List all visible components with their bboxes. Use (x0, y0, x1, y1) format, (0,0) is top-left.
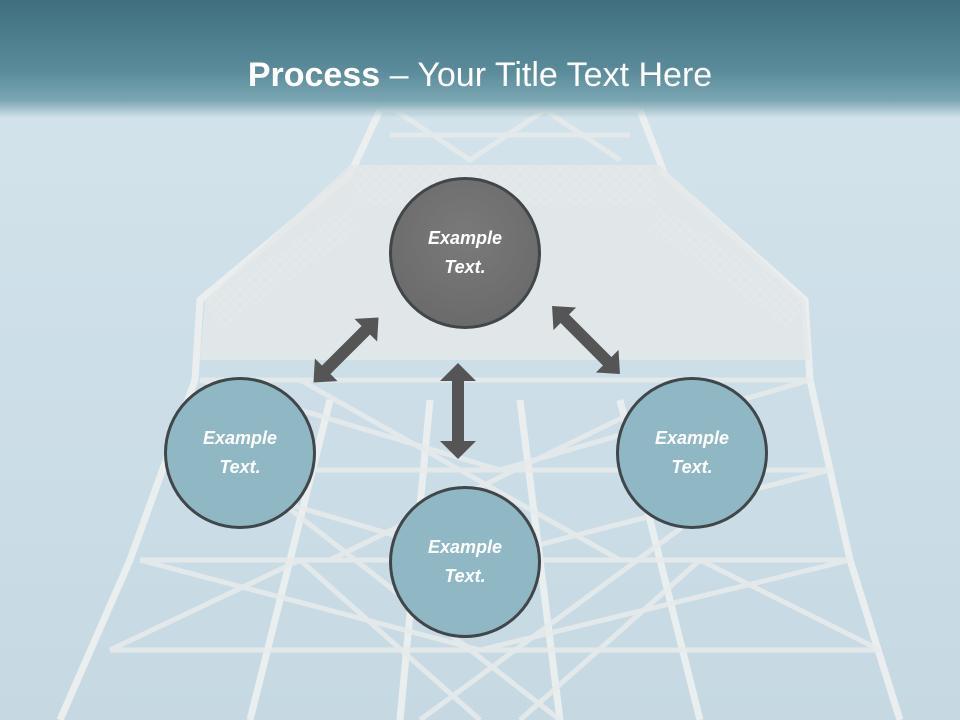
double-arrow-vertical (440, 363, 476, 459)
process-node-left: Example Text. (164, 377, 316, 529)
node-label-top: Example Text. (427, 228, 503, 277)
title-bold: Process (247, 56, 381, 94)
title-banner (0, 0, 960, 118)
process-node-top: Example Text. (389, 177, 541, 329)
process-node-right: Example Text. (616, 377, 768, 529)
node-label-bottom: Example Text. (427, 537, 503, 586)
double-arrow-top-right (552, 306, 620, 374)
double-arrow-top-left (313, 317, 379, 383)
node-label-left: Example Text. (202, 428, 278, 477)
node-label-right: Example Text. (654, 428, 730, 477)
page-title: Process – Your Title Text Here (0, 52, 960, 98)
process-node-bottom: Example Text. (389, 486, 541, 638)
title-rest: – Your Title Text Here (380, 56, 713, 94)
